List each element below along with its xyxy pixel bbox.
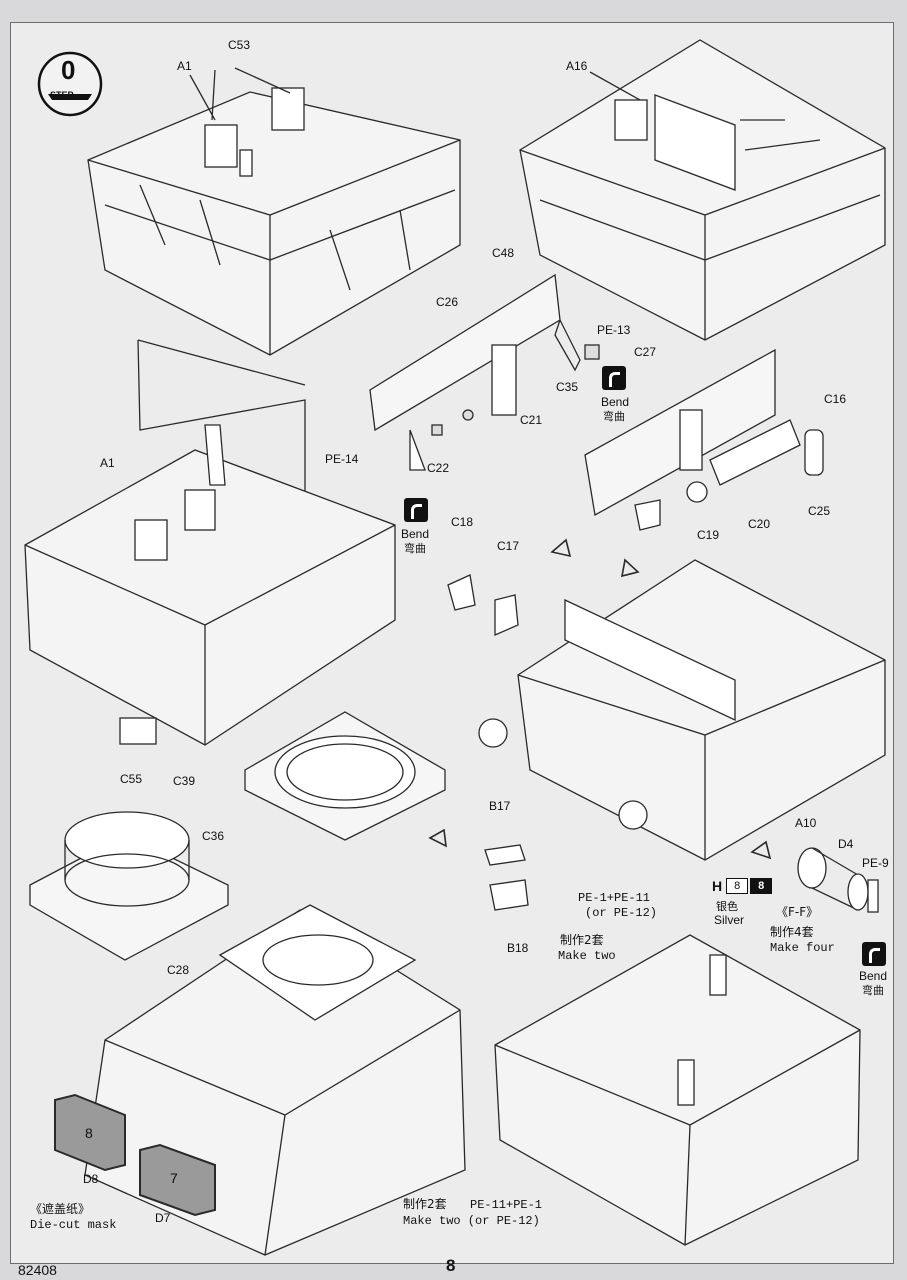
a10-d4-pe9-parts <box>797 847 879 913</box>
c18-c17-parts <box>447 574 519 636</box>
label-c27: C27 <box>634 345 657 359</box>
label-a16: A16 <box>566 59 588 73</box>
kit-code: 82408 <box>18 1262 57 1278</box>
hull-middle-right <box>478 559 886 861</box>
hull-bottom-right <box>494 934 861 1246</box>
c39-c36-ring <box>29 811 229 961</box>
paint-name-en: Silver <box>714 913 745 927</box>
flow-arrows <box>428 538 772 860</box>
step-badge: 0 STEP <box>36 50 104 118</box>
note-make-two-en: Make two <box>558 949 616 963</box>
label-c35: C35 <box>556 380 579 394</box>
paint-code-b: 8 <box>750 878 773 894</box>
label-a1-top: A1 <box>177 59 192 73</box>
c48-panel <box>369 273 600 471</box>
label-c39: C39 <box>173 774 196 788</box>
bend-icon <box>602 366 626 390</box>
note-make-four-cn: 制作4套 <box>770 925 814 939</box>
label-b18: B18 <box>507 941 529 955</box>
label-c53: C53 <box>228 38 251 52</box>
note-pe-combo: PE-1+PE-11 <box>578 891 651 905</box>
paint-name-cn: 银色 <box>716 900 738 913</box>
label-b17: B17 <box>489 799 511 813</box>
bend-label-en-2: Bend <box>401 527 430 541</box>
note-ff-label: 《F-F》 <box>776 905 819 919</box>
label-c25: C25 <box>808 504 831 518</box>
label-d8: D8 <box>83 1172 99 1186</box>
bend-label-cn-1: 弯曲 <box>603 410 625 423</box>
note-make-two-cn: 制作2套 <box>560 933 604 947</box>
label-d4: D4 <box>838 837 854 851</box>
label-c21: C21 <box>520 413 543 427</box>
label-c20: C20 <box>748 517 771 531</box>
note-mask-cn: 《遮盖纸》 <box>30 1202 91 1216</box>
bend-label-cn-2: 弯曲 <box>404 542 426 555</box>
label-c48: C48 <box>492 246 515 260</box>
bend-callout-3 <box>860 942 888 966</box>
label-a1-mid: A1 <box>100 456 115 470</box>
label-c22: C22 <box>427 461 450 475</box>
note-mask-en: Die-cut mask <box>30 1218 117 1232</box>
label-c18: C18 <box>451 515 474 529</box>
bend-label-en-3: Bend <box>859 969 888 983</box>
note-bottom-en: Make two (or PE-12) <box>403 1214 540 1228</box>
label-d7: D7 <box>155 1211 171 1225</box>
page-number: 8 <box>446 1256 456 1275</box>
note-bottom-cn: 制作2套 <box>403 1197 447 1211</box>
note-pe-combo-alt: (or PE-12) <box>585 906 658 920</box>
paint-letter: H <box>712 878 723 894</box>
paint-code-a: 8 <box>726 878 749 894</box>
hull-top-left <box>87 67 461 356</box>
step-number: 0 <box>61 55 76 85</box>
label-c55: C55 <box>120 772 143 786</box>
bend-callout-2 <box>402 498 430 522</box>
label-c28: C28 <box>167 963 190 977</box>
label-c16: C16 <box>824 392 847 406</box>
hull-middle-left <box>24 339 396 746</box>
step-word: STEP <box>50 90 74 100</box>
label-pe13: PE-13 <box>597 323 631 337</box>
step-circle-icon <box>37 51 103 117</box>
turret-ring-plate <box>244 711 446 841</box>
label-c19: C19 <box>697 528 720 542</box>
bend-label-cn-3: 弯曲 <box>862 984 884 997</box>
label-pe14: PE-14 <box>325 452 359 466</box>
bend-label-en-1: Bend <box>601 395 630 409</box>
label-c17: C17 <box>497 539 520 553</box>
label-c26: C26 <box>436 295 459 309</box>
bend-icon <box>862 942 886 966</box>
hull-top-right <box>519 39 886 341</box>
c16-panel <box>584 348 824 531</box>
note-bottom-combo: PE-11+PE-1 <box>470 1198 543 1212</box>
mask-number-7: 7 <box>170 1170 178 1186</box>
label-pe9: PE-9 <box>862 856 889 870</box>
label-c36: C36 <box>202 829 225 843</box>
note-make-four-en: Make four <box>770 941 835 955</box>
label-a10: A10 <box>795 816 817 830</box>
paint-code-box: H 8 8 <box>712 878 773 894</box>
mask-number-8: 8 <box>85 1125 93 1141</box>
hull-bottom-left <box>54 904 466 1256</box>
bend-icon <box>404 498 428 522</box>
b17-b18-parts <box>484 844 529 911</box>
bend-callout-1 <box>600 366 628 390</box>
